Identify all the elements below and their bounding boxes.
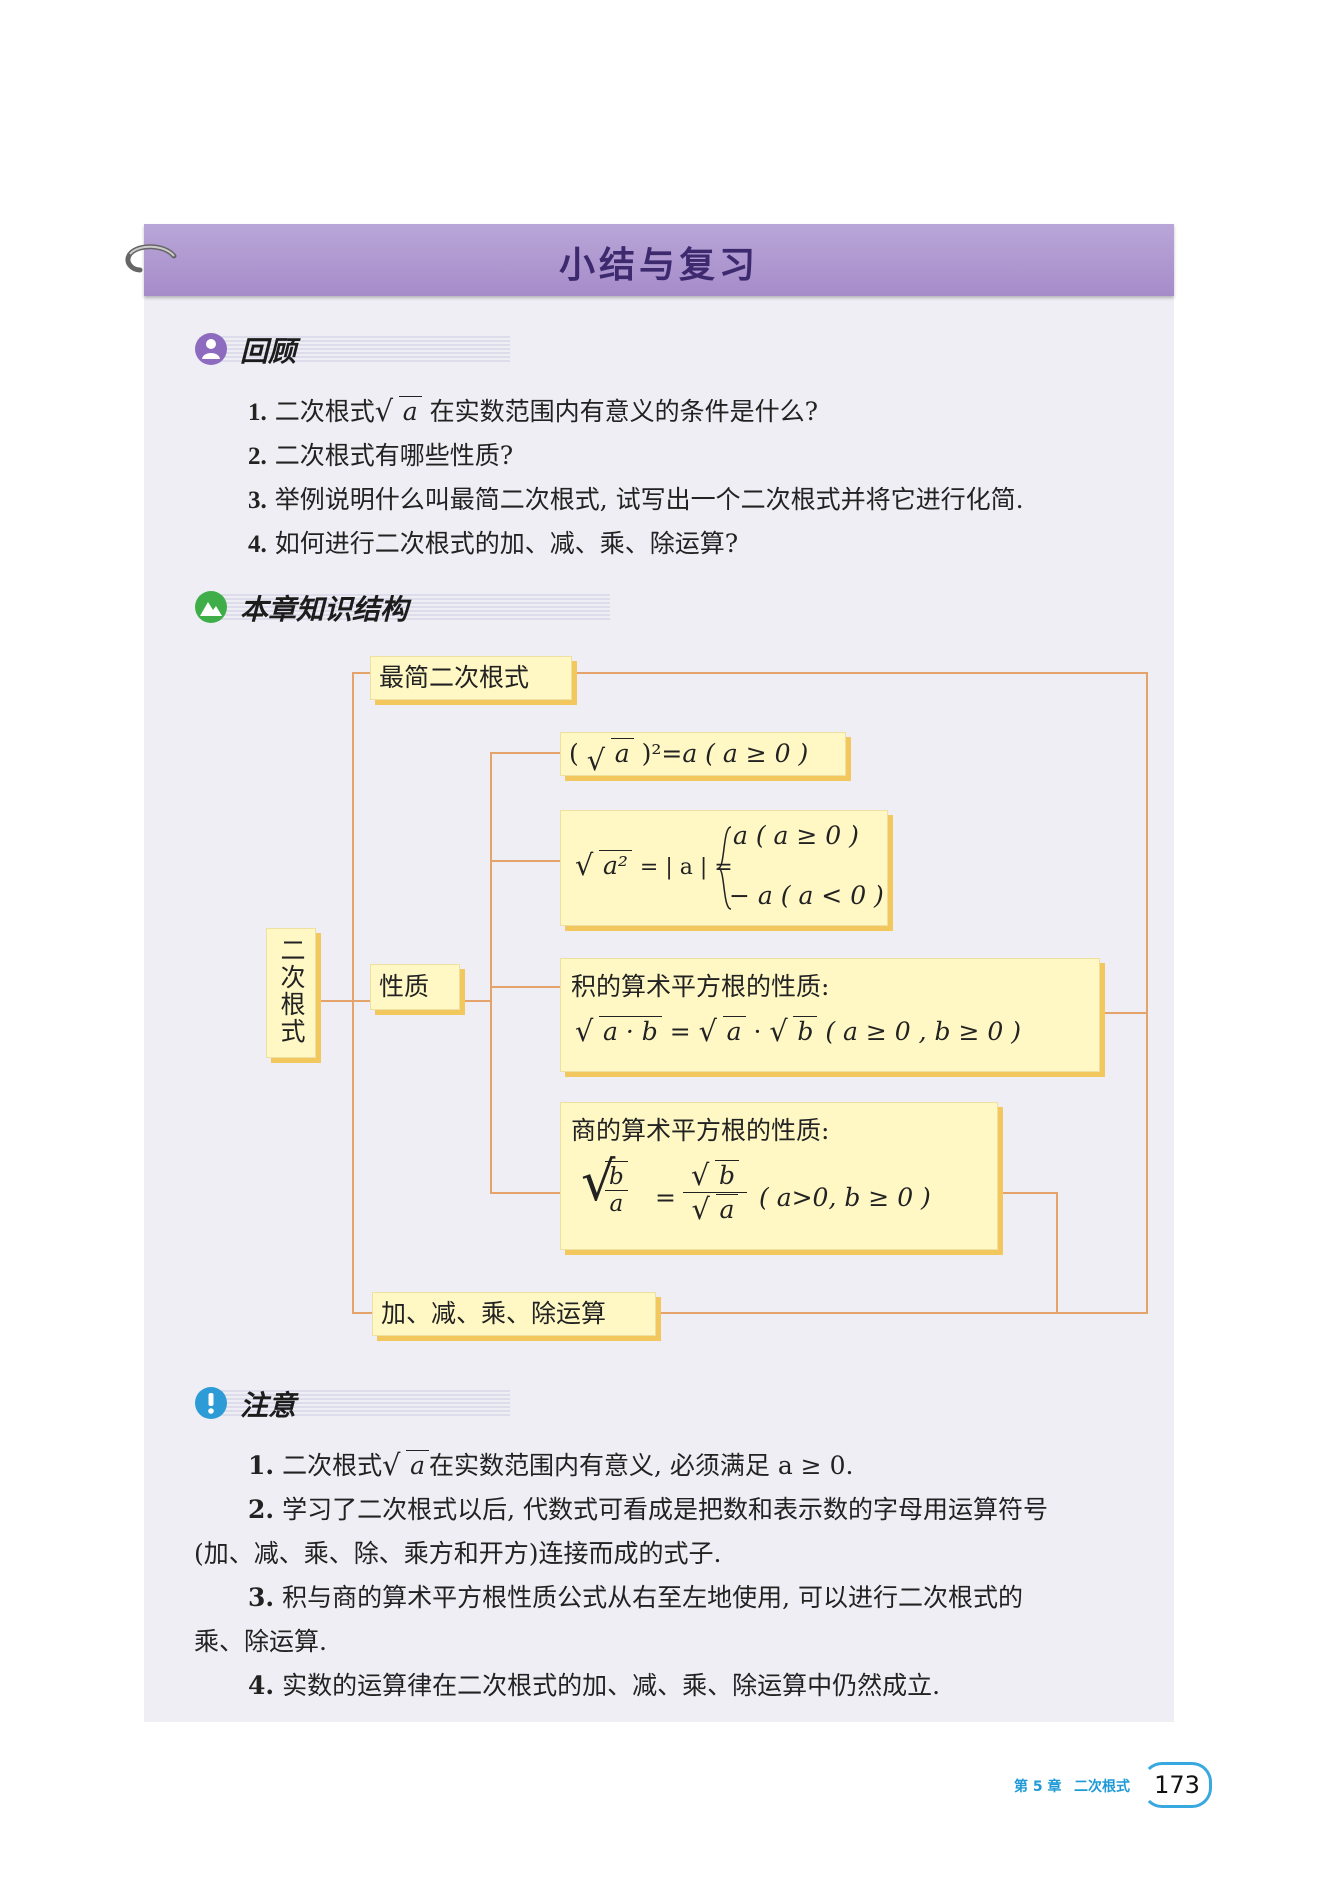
mountain-icon	[195, 591, 227, 623]
sqrt-symbol: √a	[587, 733, 634, 775]
property-label: 性质	[379, 972, 430, 1001]
big-sqrt-icon: √	[581, 1150, 616, 1213]
page-number: 173	[1142, 1762, 1212, 1808]
case-neg: − a ( a < 0 )	[729, 881, 884, 910]
property-product-box: 积的算术平方根的性质: √a · b = √a · √b ( a ≥ 0 , b…	[560, 958, 1100, 1072]
footer-chapter-title: 二次根式	[1074, 1779, 1130, 1795]
notes-label: 注意	[240, 1389, 297, 1422]
section-banner: 小结与复习	[144, 224, 1174, 296]
sqrt-symbol: √a	[699, 1016, 746, 1046]
banner-title: 小结与复习	[558, 245, 759, 286]
review-q4: 4. 如何进行二次根式的加、减、乘、除运算?	[248, 529, 739, 558]
footer-chapter: 第 5 章	[1014, 1779, 1062, 1795]
operations-label: 加、减、乘、除运算	[381, 1299, 607, 1328]
review-label: 回顾	[240, 335, 297, 368]
binder-hook-icon	[125, 244, 177, 273]
sqrt-symbol: √b	[769, 1016, 818, 1046]
note-4: 4. 实数的运算律在二次根式的加、减、乘、除运算中仍然成立.	[248, 1671, 941, 1700]
product-title: 积的算术平方根的性质:	[571, 972, 830, 1001]
operations-box: 加、减、乘、除运算	[372, 1292, 656, 1336]
property-box: 性质	[370, 964, 460, 1010]
note-2-line2: (加、减、乘、除、乘方和开方)连接而成的式子.	[194, 1539, 722, 1568]
property-abs-box: √a² = | a | = a ( a ≥ 0 ) − a ( a < 0 )	[560, 810, 888, 926]
sqrt-symbol: √a · b	[575, 1016, 662, 1046]
review-q1: 1. 二次根式√a 在实数范围内有意义的条件是什么?	[248, 394, 818, 429]
note-3-line2: 乘、除运算.	[194, 1627, 327, 1656]
sqrt-symbol: √a	[692, 1194, 739, 1224]
sqrt-symbol: √a²	[575, 850, 632, 880]
simplest-form-label: 最简二次根式	[379, 663, 530, 692]
review-heading: 回顾	[194, 330, 534, 370]
root-label: 二次根式	[277, 937, 306, 1045]
quotient-title: 商的算术平方根的性质:	[571, 1116, 830, 1145]
product-formula: √a · b = √a · √b ( a ≥ 0 , b ≥ 0 )	[575, 1014, 1021, 1049]
simplest-form-box: 最简二次根式	[370, 656, 572, 700]
left-brace-icon	[717, 826, 732, 910]
exclamation-icon	[195, 1387, 227, 1419]
structure-heading: 本章知识结构	[194, 588, 614, 628]
notes-heading: 注意	[194, 1384, 534, 1424]
root-box: 二次根式	[266, 928, 316, 1058]
case-nonneg: a ( a ≥ 0 )	[733, 821, 859, 850]
person-icon	[195, 333, 227, 365]
sqrt-symbol: √b	[691, 1160, 739, 1190]
review-q2: 2. 二次根式有哪些性质?	[248, 441, 514, 470]
property-square-box: ( √a )²=a ( a ≥ 0 )	[560, 732, 846, 776]
sqrt-symbol: √a	[375, 396, 422, 426]
structure-label: 本章知识结构	[240, 593, 409, 626]
review-q3: 3. 举例说明什么叫最简二次根式, 试写出一个二次根式并将它进行化简.	[248, 485, 1024, 514]
note-2-line1: 2. 学习了二次根式以后, 代数式可看成是把数和表示数的字母用运算符号	[248, 1495, 1048, 1524]
sqrt-symbol: √a	[382, 1450, 429, 1480]
note-3-line1: 3. 积与商的算术平方根性质公式从右至左地使用, 可以进行二次根式的	[248, 1583, 1023, 1612]
